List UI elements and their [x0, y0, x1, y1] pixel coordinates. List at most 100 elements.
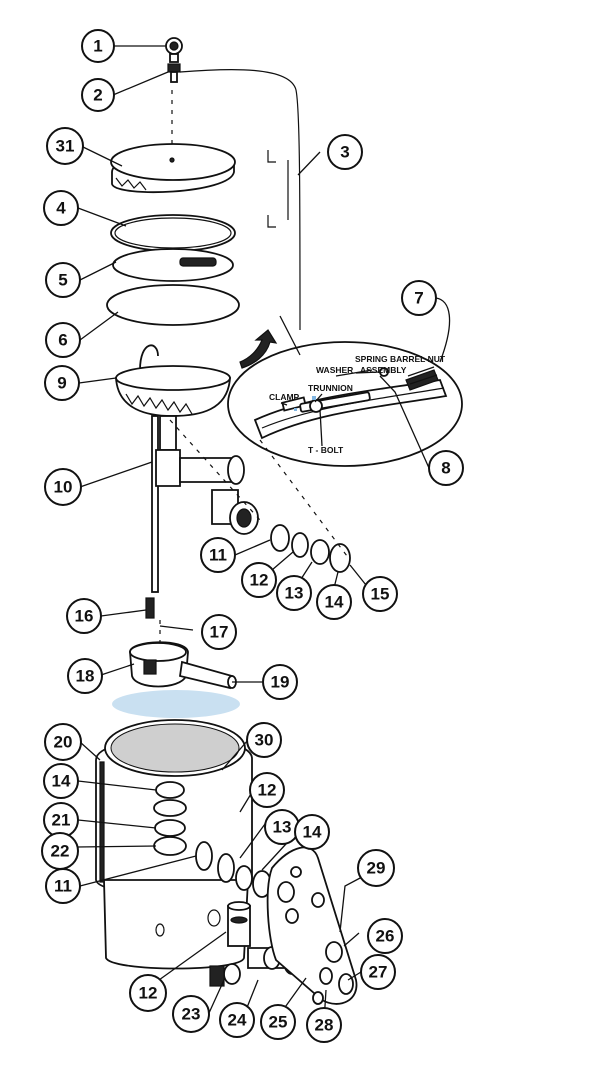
clamp-bolt	[179, 257, 217, 267]
leader-lines	[76, 45, 451, 1023]
svg-text:1: 1	[93, 37, 102, 56]
air-relief-fitting	[167, 63, 181, 83]
svg-text:21: 21	[52, 811, 71, 830]
callout-11b: 11	[45, 868, 81, 904]
svg-text:11: 11	[54, 877, 72, 896]
callout-8: 8	[428, 450, 464, 486]
tank-inner-rings	[153, 781, 187, 856]
callout-20: 20	[44, 723, 82, 761]
label-washer: WASHER	[316, 365, 353, 375]
svg-text:14: 14	[303, 823, 322, 842]
svg-text:13: 13	[273, 818, 292, 837]
upper-port-rings	[270, 524, 351, 573]
clamp-detail-inset	[227, 341, 463, 467]
svg-text:10: 10	[54, 478, 73, 497]
svg-text:28: 28	[315, 1016, 334, 1035]
callout-19: 19	[262, 664, 298, 700]
callout-14b: 14	[43, 763, 79, 799]
svg-text:12: 12	[258, 781, 277, 800]
callout-10: 10	[44, 468, 82, 506]
callout-30: 30	[246, 722, 282, 758]
svg-text:27: 27	[369, 963, 388, 982]
callout-9: 9	[44, 365, 80, 401]
callout-5: 5	[45, 262, 81, 298]
callout-2: 2	[81, 78, 115, 112]
callout-6: 6	[45, 322, 81, 358]
callout-28: 28	[306, 1007, 342, 1043]
svg-text:7: 7	[414, 289, 423, 308]
callout-16: 16	[66, 598, 102, 634]
callout-14: 14	[316, 584, 352, 620]
callout-17: 17	[201, 614, 237, 650]
svg-text:29: 29	[367, 859, 386, 878]
svg-text:13: 13	[285, 584, 304, 603]
callout-3: 3	[327, 134, 363, 170]
callout-26: 26	[367, 918, 403, 954]
tank-top-highlight	[112, 690, 240, 718]
callout-18: 18	[67, 658, 103, 694]
svg-text:4: 4	[56, 199, 66, 218]
callout-7: 7	[401, 280, 437, 316]
svg-text:9: 9	[57, 374, 66, 393]
callout-14c: 14	[294, 814, 330, 850]
callout-22: 22	[41, 832, 79, 870]
lateral-hub	[129, 641, 237, 690]
curved-arrow-icon	[239, 329, 278, 369]
air-relief-tube	[179, 68, 301, 331]
label-t-bolt: T - BOLT	[308, 445, 344, 455]
bulkhead-plate	[266, 846, 358, 1005]
callout-29: 29	[357, 849, 395, 887]
svg-text:6: 6	[58, 331, 67, 350]
side-port-rings	[195, 841, 272, 898]
svg-text:15: 15	[371, 585, 390, 604]
callout-12: 12	[241, 562, 277, 598]
label-spring-barrel-nut-1: SPRING BARREL NUT	[355, 354, 446, 364]
callout-23: 23	[172, 995, 210, 1033]
o-ring-16	[145, 597, 155, 619]
o-ring-4	[110, 214, 236, 252]
inset-blue-dot-1	[312, 396, 316, 400]
svg-text:12: 12	[139, 984, 158, 1003]
label-trunnion: TRUNNION	[308, 383, 353, 393]
callout-13: 13	[276, 575, 312, 611]
callout-12c: 12	[129, 974, 167, 1012]
standpipe-elbow	[151, 415, 259, 593]
callout-15: 15	[362, 576, 398, 612]
tank-screen	[110, 723, 240, 773]
svg-text:5: 5	[58, 271, 67, 290]
callout-24: 24	[219, 1002, 255, 1038]
label-spring-barrel-nut-2: ASSEMBLY	[360, 365, 407, 375]
inset-blue-dot-2	[294, 408, 297, 411]
dash-line-1	[169, 419, 261, 521]
svg-text:22: 22	[51, 842, 70, 861]
pressure-gauge	[165, 37, 183, 63]
svg-text:14: 14	[325, 593, 344, 612]
callout-4: 4	[43, 190, 79, 226]
callout-11: 11	[200, 537, 236, 573]
svg-text:3: 3	[340, 143, 349, 162]
svg-text:19: 19	[271, 673, 290, 692]
svg-text:11: 11	[209, 546, 227, 565]
callout-27: 27	[360, 954, 396, 990]
svg-text:23: 23	[182, 1005, 201, 1024]
callout-21: 21	[43, 802, 79, 838]
svg-text:18: 18	[76, 667, 95, 686]
callout-13b: 13	[264, 809, 300, 845]
svg-text:26: 26	[376, 927, 395, 946]
svg-text:24: 24	[228, 1011, 247, 1030]
label-clamp: CLAMP	[269, 392, 300, 402]
svg-text:20: 20	[54, 733, 73, 752]
clamp-band	[112, 248, 234, 282]
inset-leaders	[280, 369, 381, 447]
svg-text:25: 25	[269, 1013, 288, 1032]
callout-12b: 12	[249, 772, 285, 808]
top-diffuser	[115, 344, 231, 417]
o-ring-4-inner	[114, 217, 232, 249]
svg-text:17: 17	[210, 623, 229, 642]
callout-1: 1	[81, 29, 115, 63]
svg-text:14: 14	[52, 772, 71, 791]
svg-text:31: 31	[56, 137, 75, 156]
svg-text:8: 8	[441, 459, 450, 478]
